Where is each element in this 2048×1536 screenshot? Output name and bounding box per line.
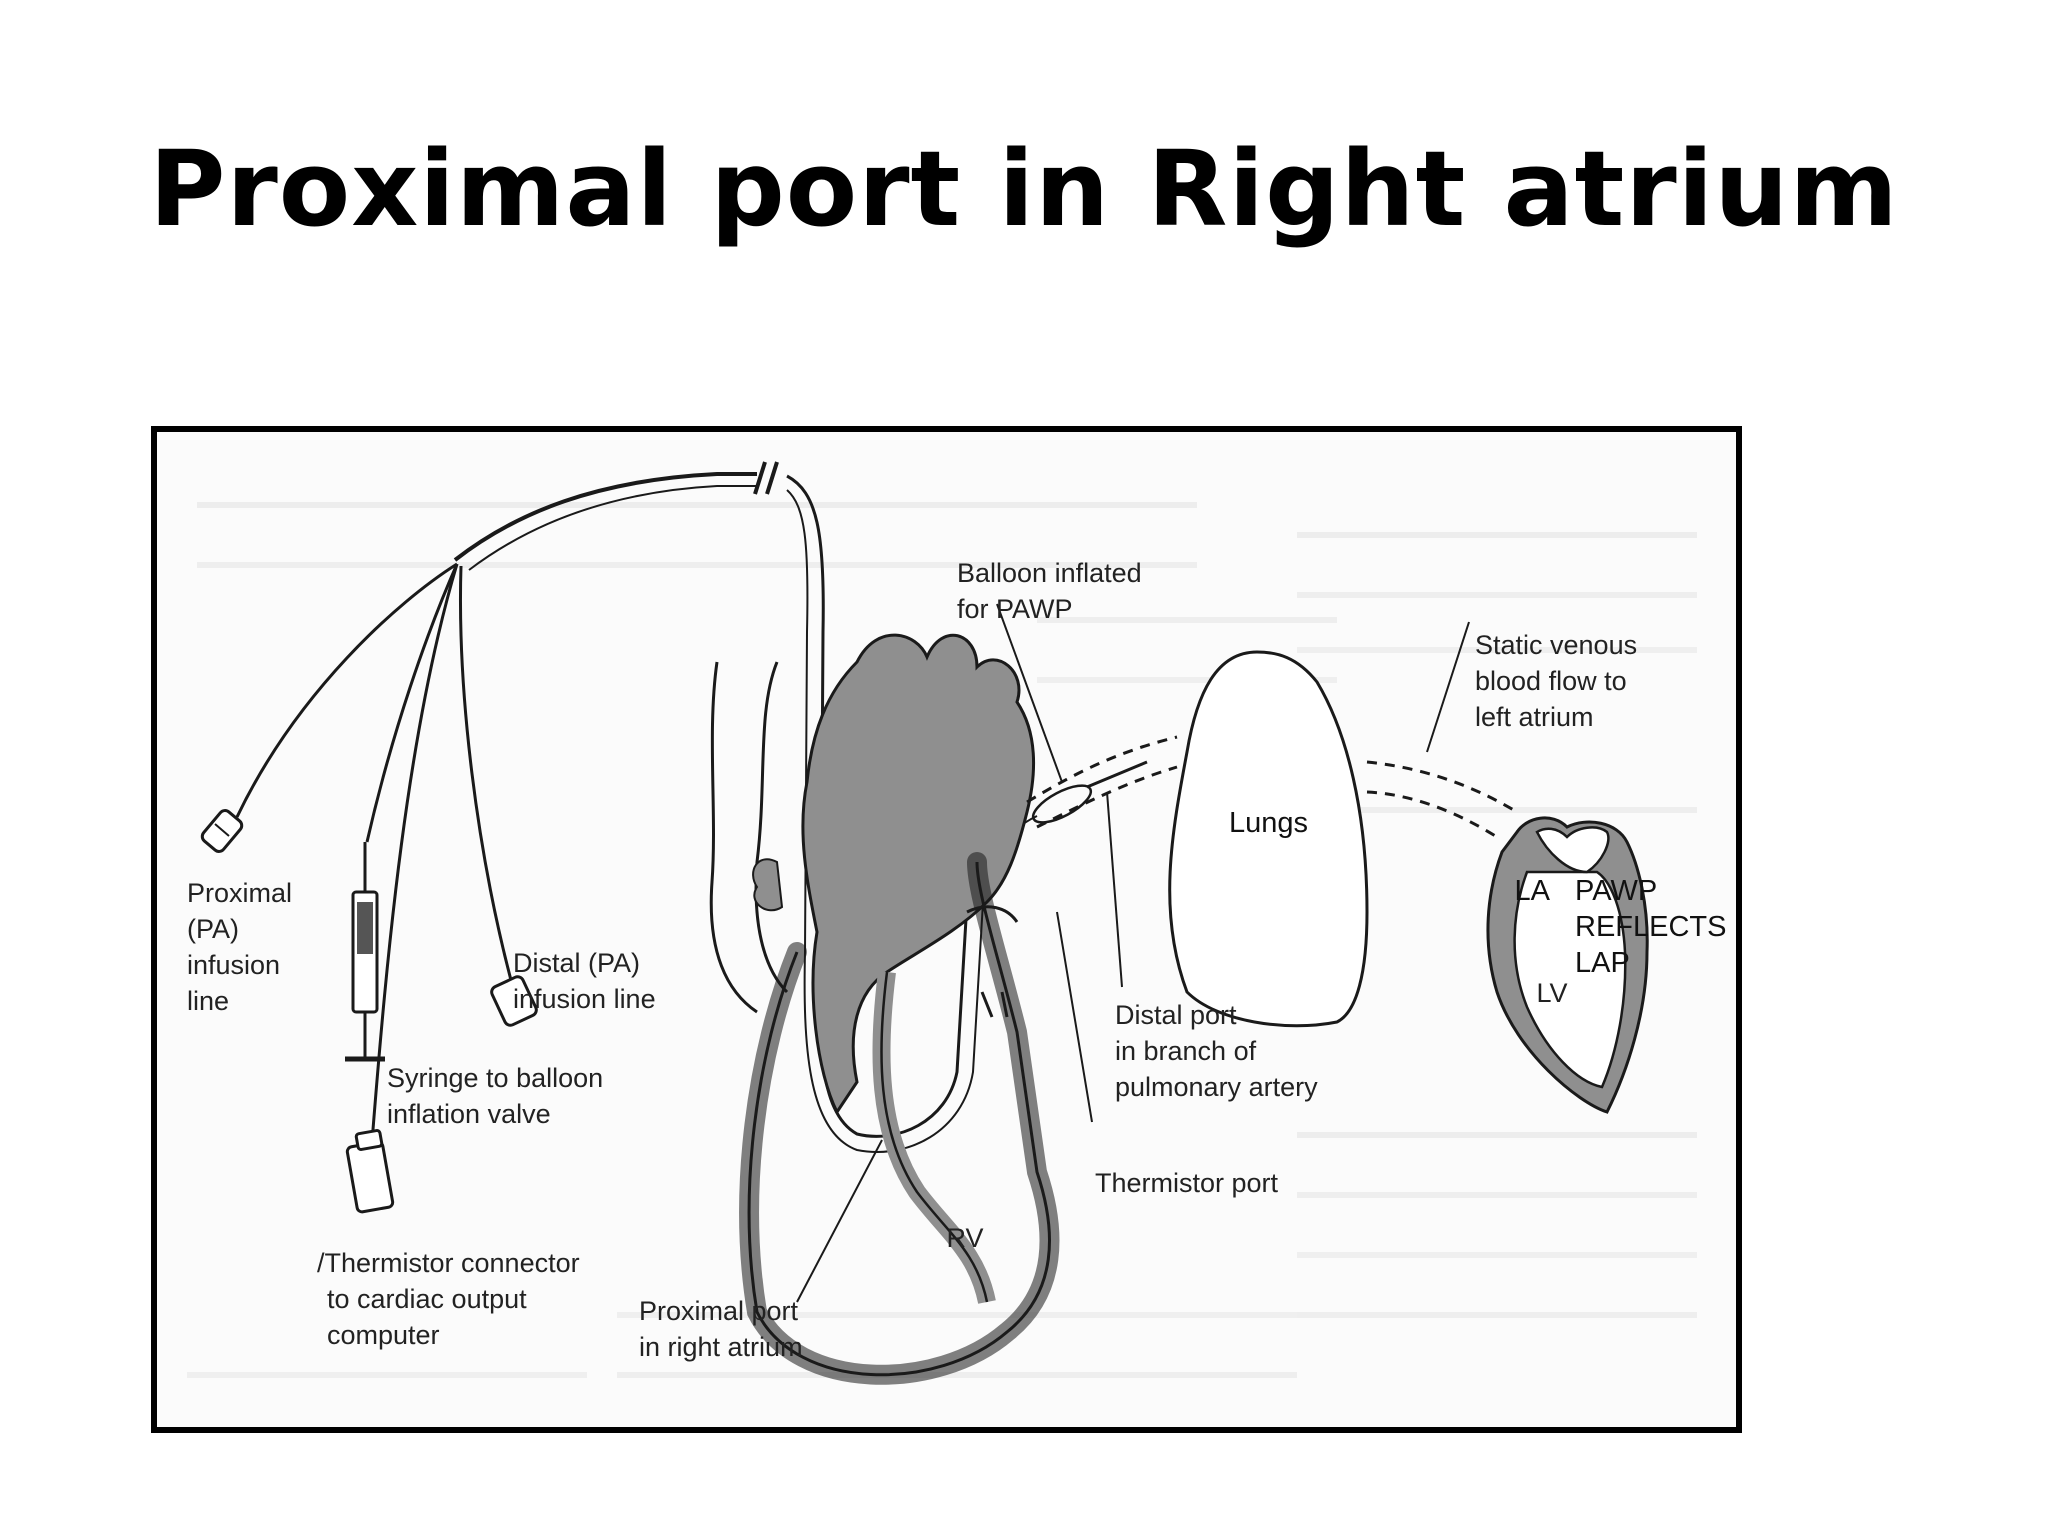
slide-title: Proximal port in Right atrium xyxy=(149,128,1899,250)
label-distal-infusion: Distal (PA) infusion line xyxy=(513,948,656,1014)
label-static-flow: Static venous blood flow to left atrium xyxy=(1475,630,1637,732)
background-page-texture xyxy=(187,502,1697,1378)
svg-text:computer: computer xyxy=(327,1320,440,1350)
svg-text:Static venous: Static venous xyxy=(1475,630,1637,660)
label-thermistor-port: Thermistor port xyxy=(1095,1168,1279,1198)
label-proximal-infusion: Proximal (PA) infusion line xyxy=(187,878,292,1016)
svg-text:Proximal port: Proximal port xyxy=(639,1296,799,1326)
label-lungs: Lungs xyxy=(1229,807,1308,839)
syringe-icon xyxy=(345,842,385,1062)
svg-text:pulmonary artery: pulmonary artery xyxy=(1115,1072,1318,1102)
svg-text:/Thermistor connector: /Thermistor connector xyxy=(317,1248,580,1278)
svg-text:LAP: LAP xyxy=(1575,947,1630,979)
label-proximal-port: Proximal port in right atrium xyxy=(639,1296,803,1362)
leader-lines xyxy=(796,603,1470,1303)
svg-text:(PA): (PA) xyxy=(187,914,239,944)
svg-text:REFLECTS: REFLECTS xyxy=(1575,911,1726,943)
svg-text:infusion line: infusion line xyxy=(513,984,656,1014)
svg-text:Syringe to balloon: Syringe to balloon xyxy=(387,1063,603,1093)
heart-shape xyxy=(709,633,1060,1385)
svg-text:blood flow to: blood flow to xyxy=(1475,666,1627,696)
svg-text:PAWP: PAWP xyxy=(1575,875,1657,907)
diagram-canvas: Proximal (PA) infusion line Distal (PA) … xyxy=(187,461,1726,1385)
label-balloon: Balloon inflated for PAWP xyxy=(957,558,1142,624)
label-lv: LV xyxy=(1536,978,1567,1008)
svg-text:left atrium: left atrium xyxy=(1475,702,1594,732)
proximal-connector-icon xyxy=(200,809,244,853)
lung-shape xyxy=(1168,650,1369,1028)
label-thermistor-connector: /Thermistor connector to cardiac output … xyxy=(317,1248,580,1350)
svg-text:Proximal: Proximal xyxy=(187,878,292,908)
label-pawp: PAWP REFLECTS LAP xyxy=(1575,875,1726,979)
svg-text:Distal port: Distal port xyxy=(1115,1000,1237,1030)
svg-text:line: line xyxy=(187,986,229,1016)
svg-text:Distal (PA): Distal (PA) xyxy=(513,948,640,978)
label-rv: RV xyxy=(946,1223,983,1253)
svg-text:to cardiac output: to cardiac output xyxy=(327,1284,527,1314)
thermistor-connector-icon xyxy=(345,1129,395,1214)
svg-text:in right atrium: in right atrium xyxy=(639,1332,803,1362)
svg-text:for PAWP: for PAWP xyxy=(957,594,1073,624)
svg-text:infusion: infusion xyxy=(187,950,280,980)
svg-text:in branch of: in branch of xyxy=(1115,1036,1257,1066)
label-la: LA xyxy=(1515,875,1551,907)
label-syringe: Syringe to balloon inflation valve xyxy=(387,1063,603,1129)
label-distal-port: Distal port in branch of pulmonary arter… xyxy=(1115,1000,1318,1102)
catheter-diagram: Proximal (PA) infusion line Distal (PA) … xyxy=(151,426,1742,1433)
svg-text:inflation valve: inflation valve xyxy=(387,1099,551,1129)
pulmonary-vein-dashes xyxy=(1366,760,1518,839)
svg-text:Balloon inflated: Balloon inflated xyxy=(957,558,1142,588)
left-heart-shape xyxy=(1486,816,1649,1114)
distal-connector-icon xyxy=(490,975,538,1027)
